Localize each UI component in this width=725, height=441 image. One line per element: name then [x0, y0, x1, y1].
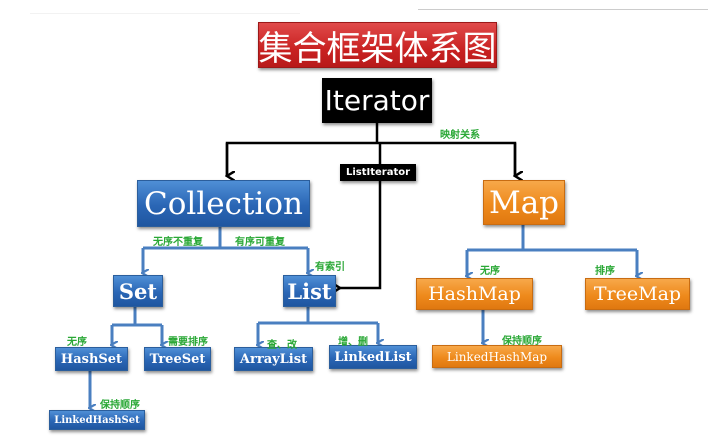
label-ordered-repeatable: 有序可重复 — [235, 237, 285, 248]
top-divider — [418, 9, 708, 10]
node-set: Set — [113, 275, 163, 307]
node-list-iterator: ListIterator — [340, 164, 416, 181]
node-list: List — [283, 275, 336, 307]
node-hashmap: HashMap — [416, 278, 533, 310]
label-unordered-unique: 无序不重复 — [153, 237, 203, 248]
diagram-title: 集合框架体系图 — [258, 22, 497, 69]
node-linkedlist: LinkedList — [329, 345, 417, 369]
label-map-sorted: 排序 — [595, 266, 615, 277]
node-iterator: Iterator — [322, 78, 432, 123]
label-need-sort: 需要排序 — [168, 337, 208, 348]
iterator-connectors — [227, 123, 515, 288]
label-keep-order-set: 保持顺序 — [100, 400, 140, 411]
label-query-modify: 查、改 — [267, 340, 297, 351]
label-keep-order-map: 保持顺序 — [502, 336, 542, 347]
node-arraylist: ArrayList — [234, 347, 313, 371]
label-indexed: 有索引 — [315, 262, 345, 273]
node-map: Map — [483, 180, 565, 225]
collection-connectors — [90, 225, 637, 408]
label-mapping: 映射关系 — [440, 130, 480, 141]
node-linkedhashmap: LinkedHashMap — [432, 345, 562, 368]
label-map-unordered: 无序 — [480, 266, 500, 277]
top-fade-line — [30, 13, 300, 14]
node-linkedhashset: LinkedHashSet — [49, 410, 145, 430]
node-hashset: HashSet — [55, 347, 128, 371]
node-collection: Collection — [137, 180, 310, 227]
node-treeset: TreeSet — [144, 347, 211, 371]
node-treemap: TreeMap — [585, 278, 690, 310]
label-add-delete: 增、删 — [338, 337, 368, 348]
label-set-unordered: 无序 — [67, 337, 87, 348]
